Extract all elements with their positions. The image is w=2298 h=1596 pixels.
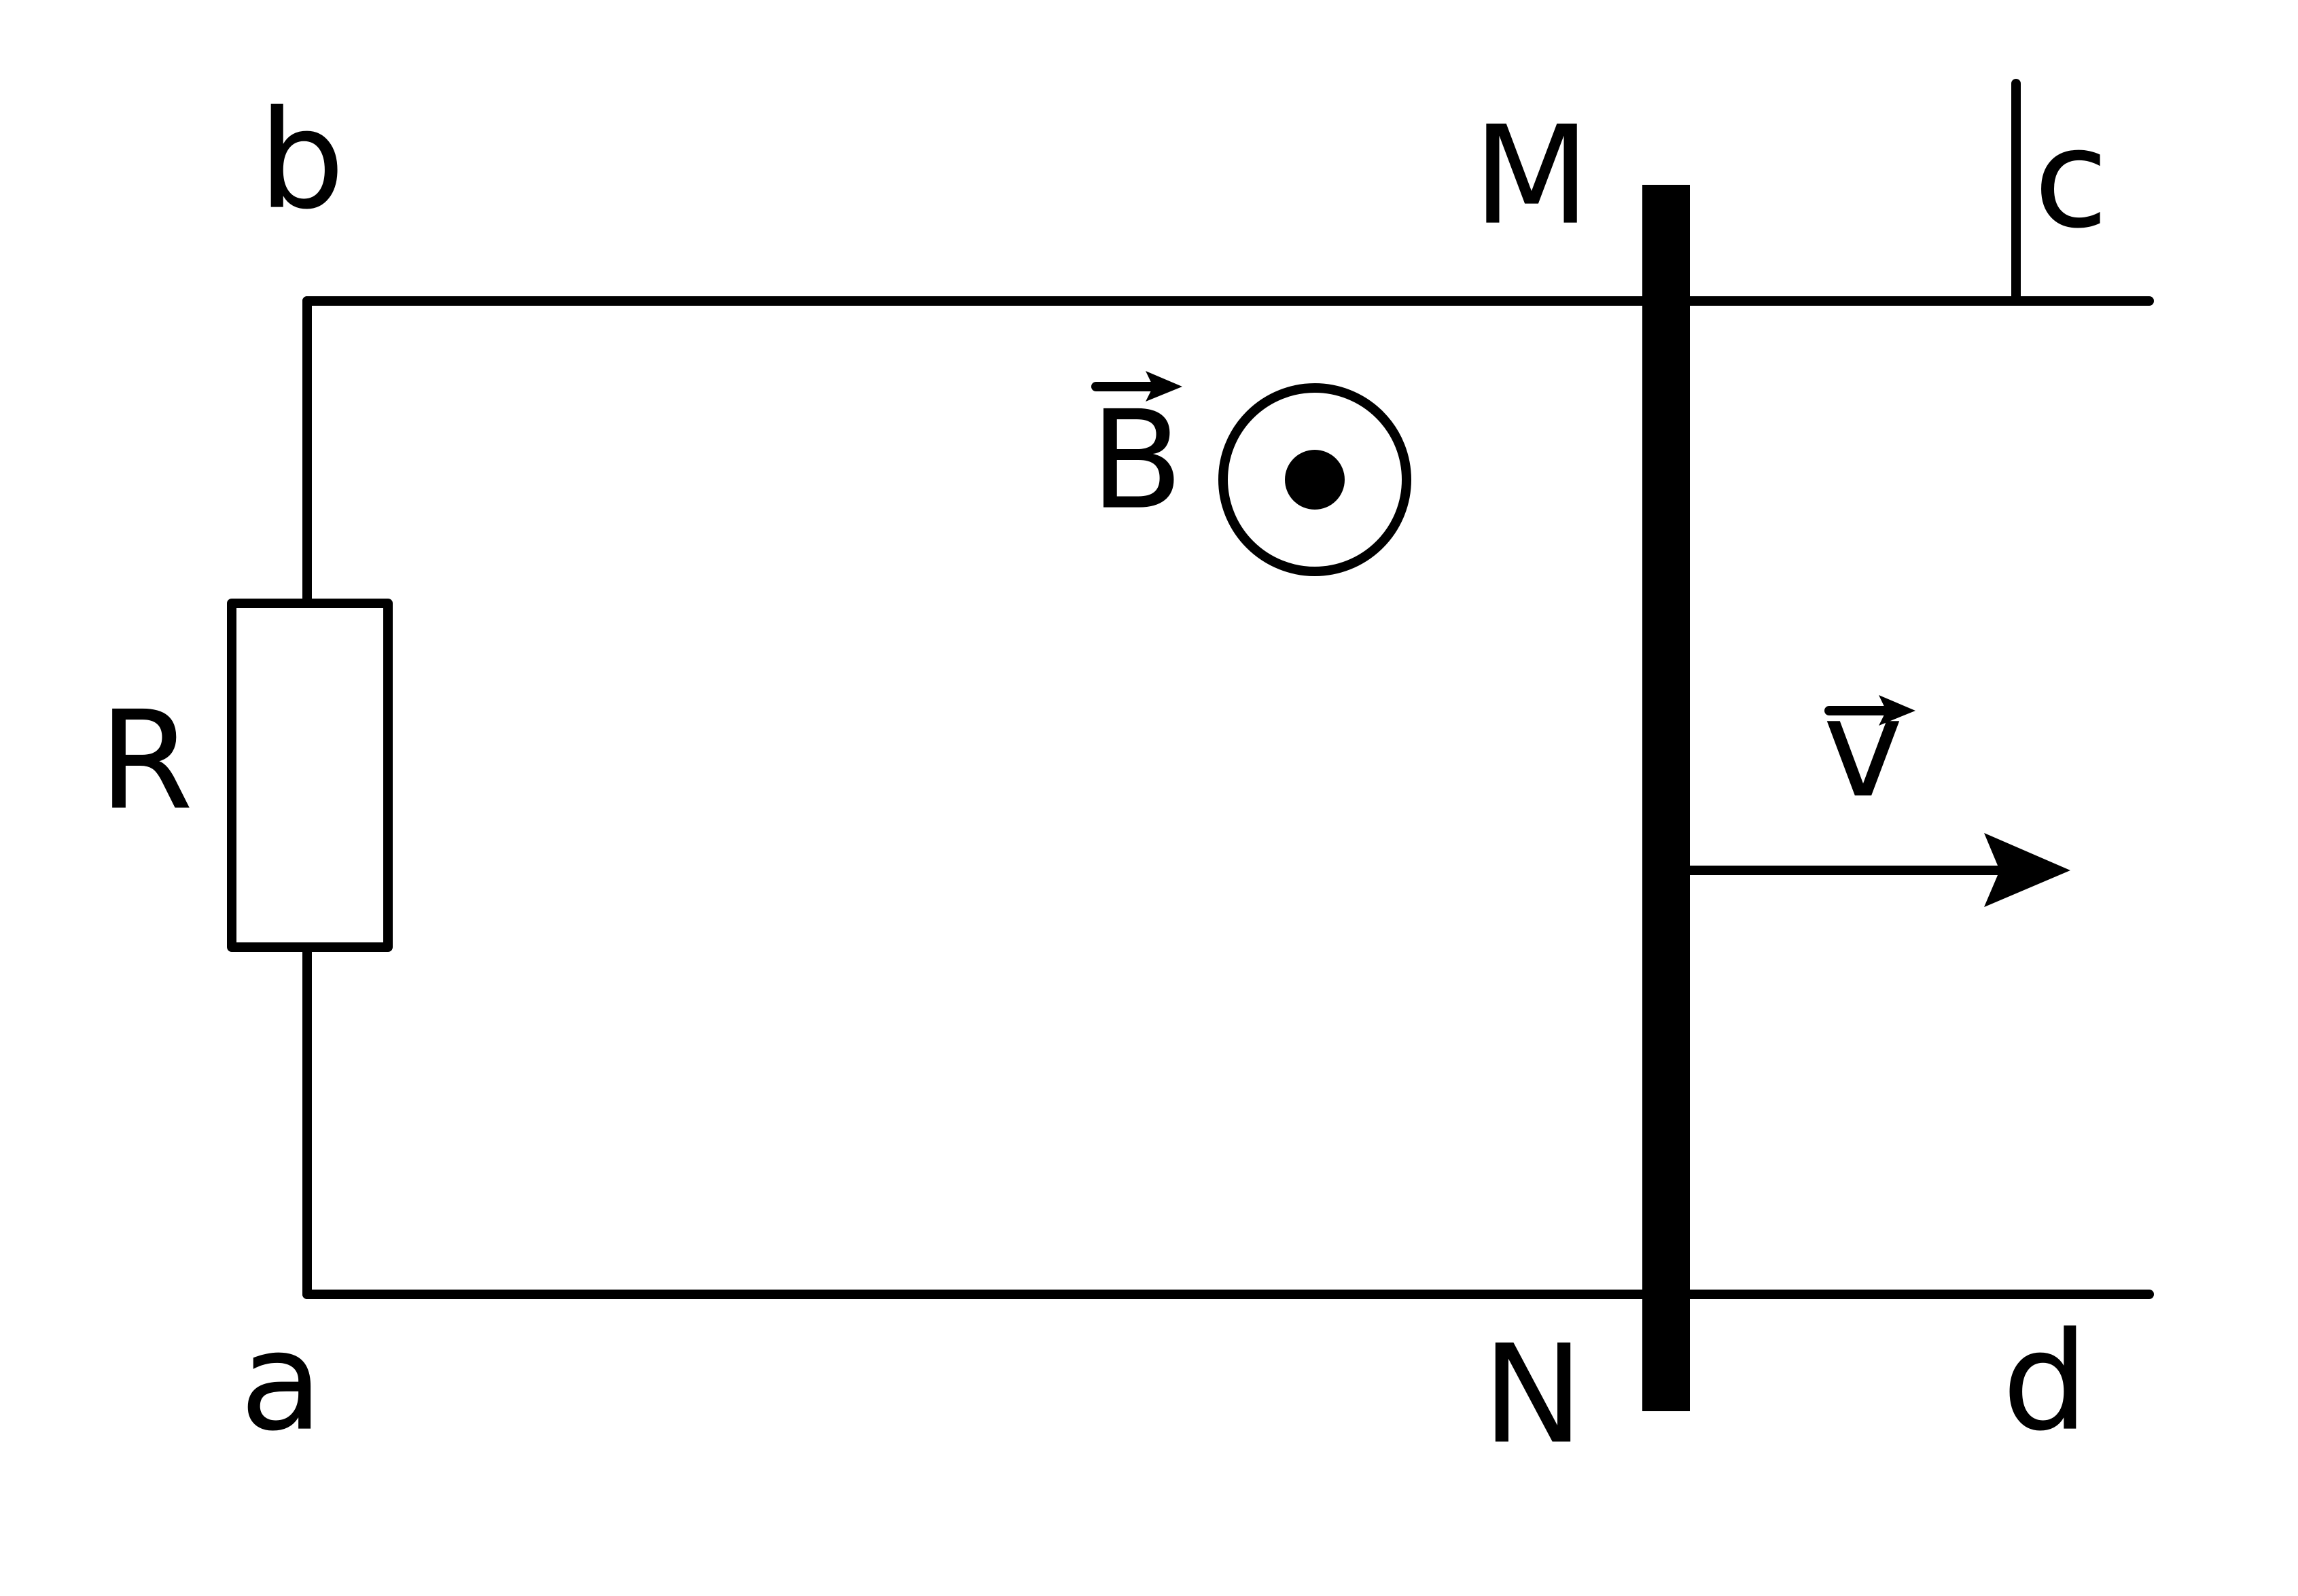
- label-c: c: [2034, 101, 2108, 259]
- magnetic-field-circle-icon: [1218, 383, 1411, 576]
- label-n: N: [1482, 1316, 1584, 1474]
- v-vector-arrow-head-icon: [1879, 695, 1915, 726]
- label-m: M: [1473, 97, 1591, 255]
- label-d: d: [2002, 1303, 2089, 1461]
- label-b: b: [259, 82, 345, 240]
- b-vector-arrow-head-icon: [1146, 371, 1182, 402]
- moving-rod-mn: [1642, 185, 1690, 1411]
- magnetic-field-dot-icon: [1285, 450, 1345, 510]
- resistor: [227, 599, 393, 952]
- label-r: R: [99, 682, 194, 840]
- label-a: a: [240, 1303, 323, 1461]
- velocity-arrow-head: [1984, 833, 2070, 907]
- label-vector-v: v: [1823, 670, 1903, 828]
- label-vector-b: B: [1090, 382, 1183, 540]
